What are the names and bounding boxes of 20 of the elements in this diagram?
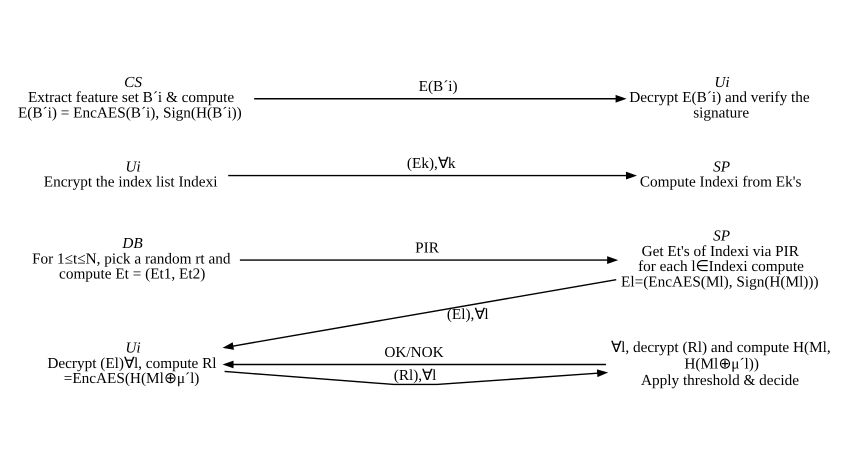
edge-label: E(B´i) [418, 78, 458, 94]
edge-label: PIR [415, 238, 439, 256]
node-text: SP Get Et's of Indexi via PIR for each l∈Indexi compute El=(EncAES(Ml), Sign(H(Ml))) [621, 227, 819, 290]
edge-label: (El),∀l [446, 306, 489, 323]
node-text: DB For 1≤t≤N, pick a random rt and compute Et = (Et1, Et2) [32, 234, 231, 282]
arrow [228, 171, 638, 179]
node-text: Ui Encrypt the index list Indexi [44, 158, 218, 190]
edge-label: OK/NOK [384, 343, 444, 360]
arrow [222, 360, 606, 368]
node-text: Ui Decrypt E(B´i) and verify the signature [629, 73, 810, 121]
edge-label: (Rl),∀l [394, 366, 436, 384]
node-text: CS Extract feature set B´i & compute E(B´i) = EncAES(B´i), Sign(H(B´i)) [18, 73, 242, 121]
node-text: SP Compute Indexi from Ek's [640, 158, 802, 190]
arrow [240, 256, 618, 264]
arrow [254, 94, 627, 102]
arrow [224, 368, 608, 385]
arrow [222, 278, 616, 350]
node-text: Ui Decrypt (El)∀l, compute Rl =EncAES(H(Ml⊕μ´l) [47, 339, 217, 387]
edge-label: (Ek),∀k [406, 154, 456, 172]
node-text: ∀l, decrypt (Rl) and compute H(Ml, H(Ml⊕μ´l)) Apply threshold & decide [611, 338, 831, 388]
